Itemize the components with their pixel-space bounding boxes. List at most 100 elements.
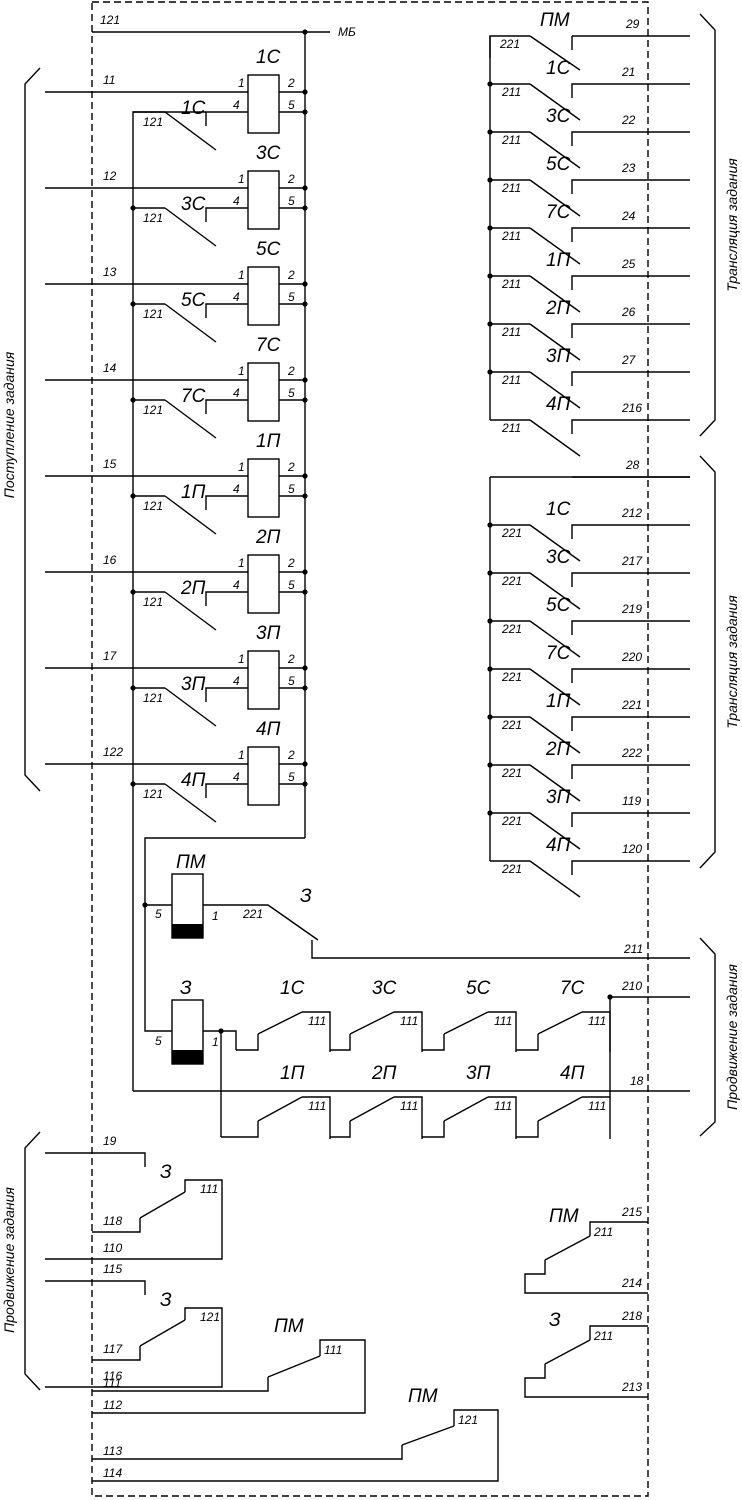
- relay-input-wire: 15: [103, 457, 117, 471]
- bank-row-name: 3С: [546, 547, 571, 568]
- bank-row-contact: 221: [501, 670, 522, 684]
- chain-contact-name: 3С: [372, 978, 397, 999]
- z-relay: З 5 1 210 18: [144, 905, 690, 1088]
- relay-contact-name: 1С: [181, 98, 206, 119]
- relay-contact-name: 5С: [181, 290, 206, 311]
- relay-pin-2: 2: [287, 172, 295, 186]
- relay-input-wire: 13: [103, 265, 117, 279]
- bank-row-name: 5С: [546, 154, 571, 175]
- relay-pin-2: 2: [287, 460, 295, 474]
- bank-row-wire: 216: [621, 401, 642, 415]
- bank-header-name: ПМ: [540, 10, 570, 31]
- right-switch-bottom-wire: 214: [621, 1276, 642, 1290]
- relay-pin-1: 1: [238, 172, 245, 186]
- chain-contact-number: 111: [308, 1099, 326, 1113]
- right-switch-top-wire: 218: [621, 1309, 642, 1323]
- pm-relay-pin-left: 5: [155, 907, 162, 921]
- bank-row-wire: 119: [622, 794, 641, 808]
- left-brace-label: Поступление задания: [1, 351, 17, 498]
- right-switch-name: З: [549, 1310, 561, 1331]
- relay-pin-5: 5: [288, 578, 295, 592]
- chain_top-contact-3: 111 5С: [422, 978, 517, 1052]
- relay-pin-4: 4: [233, 674, 240, 688]
- z-relay-name: З: [180, 978, 192, 999]
- chain-contact-number: 111: [400, 1099, 418, 1113]
- relay-pin-1: 1: [238, 268, 245, 282]
- chain-contact-number: 111: [494, 1099, 512, 1113]
- chain-contact-name: 1С: [280, 978, 305, 999]
- bank-row-name: 2П: [545, 739, 571, 760]
- relay-contact-name: 1П: [181, 482, 206, 503]
- relay-contact-number: 121: [143, 211, 163, 225]
- bank-row-name: 1П: [546, 250, 571, 271]
- relay-name: 5С: [256, 239, 281, 260]
- relay-pin-5: 5: [288, 386, 295, 400]
- bank-row-wire: 24: [621, 209, 636, 223]
- right-brace-1: [699, 13, 716, 437]
- pm-switch-label: З: [300, 886, 312, 907]
- bank-row-contact: 221: [501, 766, 522, 780]
- bank-row-wire: 25: [621, 257, 636, 271]
- relay-pin-2: 2: [287, 556, 295, 570]
- bank-row-name: 2П: [545, 298, 571, 319]
- right-switch-contact: 211: [593, 1329, 613, 1343]
- relay-pin-4: 4: [233, 194, 240, 208]
- right-brace-2: [699, 455, 716, 869]
- relay-pin-2: 2: [287, 748, 295, 762]
- relay-name: 3С: [256, 143, 281, 164]
- relay-contact-name: 2П: [180, 578, 206, 599]
- bank-row-contact: 221: [501, 622, 522, 636]
- relay-pin-5: 5: [288, 770, 295, 784]
- z-relay-pin-right: 1: [212, 1035, 219, 1049]
- chain-contact-name: 5С: [466, 978, 491, 999]
- relay-contact-name: 3П: [181, 674, 206, 695]
- relay-pin-1: 1: [238, 748, 245, 762]
- right-switch-contact: 211: [593, 1225, 613, 1239]
- right-brace-label-2: Трансляция задания: [724, 595, 740, 729]
- pm-out-wire: 211: [623, 942, 643, 956]
- pm-relay: ПМ 5 1 221 З 211: [142, 837, 690, 959]
- bank-row-wire: 22: [621, 113, 636, 127]
- relay-input-wire: 14: [103, 361, 117, 375]
- relay-pin-2: 2: [287, 364, 295, 378]
- relay-pin-5: 5: [288, 290, 295, 304]
- bank-row-contact: 221: [501, 862, 522, 876]
- bank-row-wire: 21: [621, 65, 635, 79]
- chain-contact-number: 111: [588, 1014, 606, 1028]
- bank-row-wire: 219: [621, 602, 642, 616]
- bank-row-contact: 221: [501, 574, 522, 588]
- relay-pin-4: 4: [233, 98, 240, 112]
- chain-contact-number: 111: [494, 1014, 512, 1028]
- pm-relay-contact: 221: [242, 907, 263, 921]
- bank-row-contact: 211: [501, 229, 521, 243]
- relay-name: 2П: [255, 527, 281, 548]
- chain-contact-name: 3П: [466, 1063, 491, 1084]
- bank-row-contact: 211: [501, 373, 521, 387]
- z-switch-name: З: [160, 1290, 172, 1311]
- bank-row-name: 1П: [546, 691, 571, 712]
- bank-row-wire: 120: [622, 842, 642, 856]
- pm-switch-contact: 111: [324, 1343, 342, 1357]
- pm-switch-in-wire: 113: [103, 1444, 122, 1458]
- top-wire-number: 121: [100, 13, 120, 27]
- relay-pin-1: 1: [238, 460, 245, 474]
- relay-pin-4: 4: [233, 290, 240, 304]
- z-switch-out-wire: 116: [103, 1369, 122, 1383]
- relay-pin-4: 4: [233, 770, 240, 784]
- bank-row-name: 5С: [546, 595, 571, 616]
- z-switch-in-wire: 19: [103, 1134, 117, 1148]
- relay-name: 4П: [256, 719, 281, 740]
- bank-row-wire: 26: [621, 305, 636, 319]
- pm-switch-out-wire: 114: [103, 1466, 122, 1480]
- relay-pin-2: 2: [287, 76, 295, 90]
